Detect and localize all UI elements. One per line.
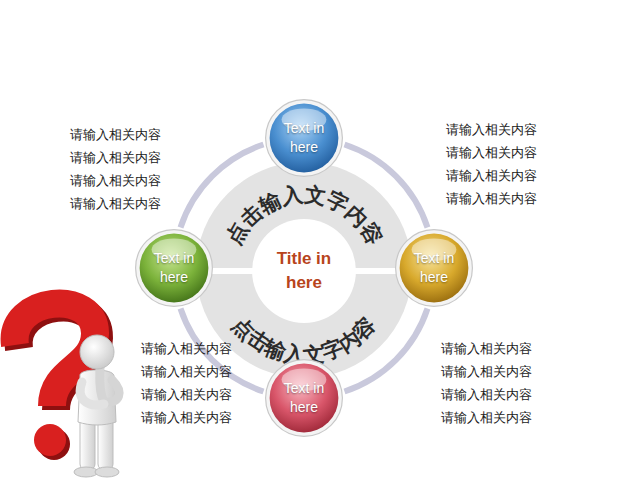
question-dot: [34, 424, 66, 456]
list-item-text: 请输入相关内容: [441, 364, 532, 380]
list-item-text: 请输入相关内容: [70, 173, 161, 189]
sphere-node: Text in here: [134, 228, 214, 308]
list-item-text: 请输入相关内容: [441, 410, 532, 426]
ring-connector: [181, 145, 264, 228]
person-foot: [95, 467, 119, 477]
sphere-node: Text in here: [264, 98, 344, 178]
list-item-text: 请输入相关内容: [441, 341, 532, 357]
person-foot: [74, 467, 98, 477]
person-arm: [80, 382, 104, 405]
sphere-node: Text in here: [264, 358, 344, 438]
sphere-label: Text in here: [145, 249, 203, 287]
sphere-body: [270, 364, 339, 433]
sphere-body: [400, 234, 469, 303]
sphere-rim: [266, 100, 343, 177]
list-item-text: 请输入相关内容: [446, 168, 537, 184]
thinking-person: [74, 335, 119, 477]
title-circle-fill: [252, 219, 356, 323]
list-item-text: 请输入相关内容: [446, 145, 537, 161]
list-item-text: 请输入相关内容: [441, 387, 532, 403]
node-content: Text in here: [264, 358, 344, 438]
title-label: Title in here: [267, 247, 341, 295]
list-item-text: 请输入相关内容: [141, 387, 232, 403]
person-head: [80, 335, 114, 369]
sphere-shape: [394, 228, 474, 308]
sphere-node: Text in here: [394, 228, 474, 308]
sphere-rim: [266, 360, 343, 437]
node-content: Text in here: [264, 98, 344, 178]
sphere-rim: [396, 230, 473, 307]
list-item-text: 请输入相关内容: [70, 127, 161, 143]
sphere-shape: [264, 98, 344, 178]
list-item-text: 请输入相关内容: [446, 191, 537, 207]
ring-connector: [345, 309, 428, 392]
list-item-text: 请输入相关内容: [141, 410, 232, 426]
sphere-label: Text in here: [275, 379, 333, 417]
sphere-body: [270, 104, 339, 173]
title-circle: Title in here: [251, 218, 357, 324]
sphere-label: Text in here: [275, 119, 333, 157]
list-item-text: 请输入相关内容: [446, 122, 537, 138]
title-circle-shape: [251, 218, 357, 324]
list-item-text: 请输入相关内容: [70, 150, 161, 166]
node-content: Text in here: [134, 228, 214, 308]
sphere-rim: [136, 230, 213, 307]
sphere-body: [140, 234, 209, 303]
sphere-shape: [134, 228, 214, 308]
list-item-text: 请输入相关内容: [141, 341, 232, 357]
ring-connector: [345, 145, 428, 228]
sphere-shape: [264, 358, 344, 438]
list-item-text: 请输入相关内容: [70, 196, 161, 212]
node-content: Title in here: [251, 218, 357, 324]
list-item-text: 请输入相关内容: [141, 364, 232, 380]
person-arm: [100, 368, 119, 402]
node-content: Text in here: [394, 228, 474, 308]
sphere-label: Text in here: [405, 249, 463, 287]
